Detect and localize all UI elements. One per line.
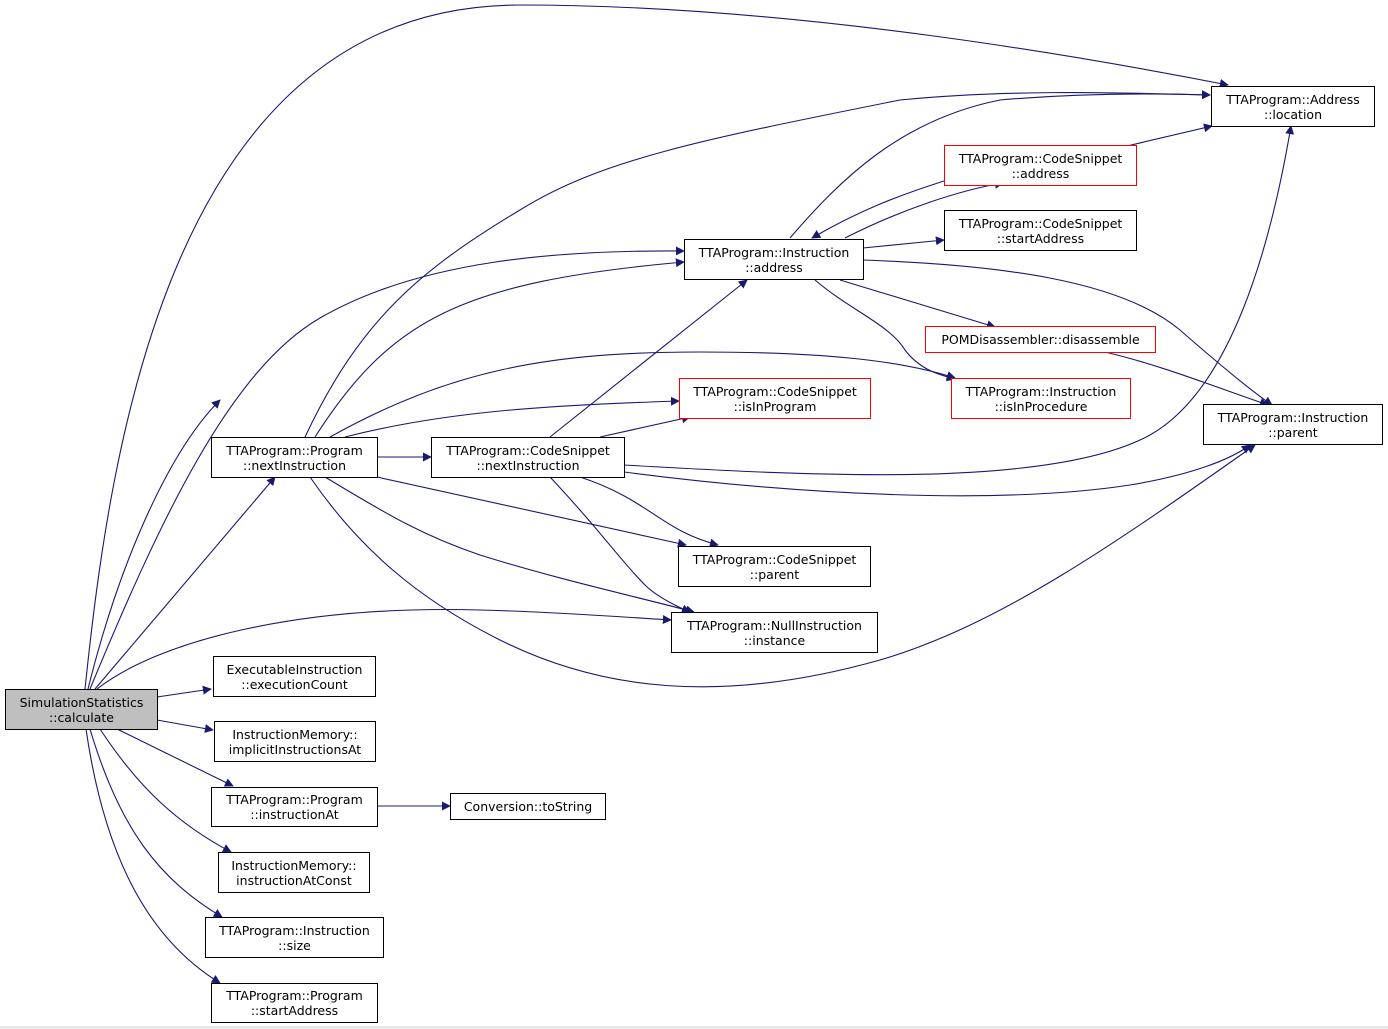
node-line2: ::address [1011, 165, 1070, 181]
node-simulation-statistics-calculate[interactable]: SimulationStatistics ::calculate [5, 689, 158, 730]
edge-prog-next-to-addr-location [304, 90, 1211, 438]
node-line1: TTAProgram::CodeSnippet [446, 442, 610, 458]
node-program-next-instruction[interactable]: TTAProgram::Program ::nextInstruction [211, 437, 378, 478]
node-instruction-memory-implicit-instructions-at[interactable]: InstructionMemory:: implicitInstructions… [214, 721, 376, 762]
node-line2: ::address [745, 259, 803, 275]
node-line1: TTAProgram::CodeSnippet [693, 383, 857, 399]
edge-instr-address-to-pom-disassemble [839, 279, 996, 329]
node-line2: ::nextInstruction [242, 457, 346, 473]
edge-calculate-to-instr-at-const [99, 728, 232, 853]
edge-calculate-to-prog-instr-at [116, 728, 234, 787]
node-line1: TTAProgram::NullInstruction [687, 617, 862, 633]
node-line2: ::size [278, 937, 311, 953]
node-line1: TTAProgram::Instruction [698, 244, 850, 260]
node-address-location[interactable]: TTAProgram::Address ::location [1211, 86, 1375, 127]
node-instruction-is-in-procedure[interactable]: TTAProgram::Instruction ::isInProcedure [951, 378, 1131, 419]
node-program-instruction-at[interactable]: TTAProgram::Program ::instructionAt [211, 787, 378, 827]
edge-prog-next-to-null-instance [324, 476, 695, 615]
edge-cs-next-to-null-instance [549, 476, 691, 614]
node-codesnippet-address[interactable]: TTAProgram::CodeSnippet ::address [944, 145, 1137, 186]
node-codesnippet-next-instruction[interactable]: TTAProgram::CodeSnippet ::nextInstructio… [431, 437, 625, 478]
node-line1: TTAProgram::Instruction [1217, 409, 1369, 425]
edge-pom-to-instr-parent [1104, 351, 1269, 407]
node-line2: ::startAddress [250, 1003, 339, 1018]
node-line1: TTAProgram::Program [226, 792, 363, 807]
node-null-instruction-instance[interactable]: TTAProgram::NullInstruction ::instance [671, 612, 878, 653]
node-instruction-size[interactable]: TTAProgram::Instruction ::size [205, 917, 384, 958]
node-line2: ::parent [749, 566, 800, 582]
node-instruction-parent[interactable]: TTAProgram::Instruction ::parent [1203, 404, 1383, 445]
node-line1: TTAProgram::Instruction [965, 383, 1117, 399]
edge-calculate-to-instr-size [89, 728, 223, 918]
node-conversion-to-string[interactable]: Conversion::toString [450, 793, 606, 820]
edge-cs-next-to-cs-parent [579, 476, 719, 548]
node-line2: ::location [1263, 106, 1323, 122]
edge-prog-next-to-instr-parent [309, 444, 1256, 688]
node-line1: TTAProgram::Address [1226, 91, 1360, 107]
edge-cs-address-to-addr-location [1126, 123, 1213, 147]
node-line2: ::nextInstruction [476, 457, 580, 473]
edge-calculate-to-instr-address [89, 246, 685, 690]
edge-calculate-to-instr-parent [87, 399, 221, 690]
node-codesnippet-is-in-program[interactable]: TTAProgram::CodeSnippet ::isInProgram [679, 378, 871, 419]
node-line1: POMDisassembler::disassemble [941, 332, 1140, 347]
node-codesnippet-parent[interactable]: TTAProgram::CodeSnippet ::parent [678, 546, 871, 587]
edge-prog-next-to-instr-address [314, 258, 685, 438]
edge-cs-next-to-cs-is-in-program [599, 414, 691, 438]
node-line2: ::isInProcedure [994, 398, 1088, 414]
node-line1: TTAProgram::CodeSnippet [692, 551, 857, 567]
node-line1: TTAProgram::Program [226, 442, 363, 458]
node-codesnippet-start-address[interactable]: TTAProgram::CodeSnippet ::startAddress [944, 210, 1137, 251]
node-instruction-address[interactable]: TTAProgram::Instruction ::address [684, 239, 864, 280]
node-line1: SimulationStatistics [19, 694, 144, 710]
node-line1: InstructionMemory:: [232, 726, 358, 742]
node-line1: TTAProgram::Program [226, 988, 363, 1003]
edge-instr-address-to-addr-location [789, 90, 1211, 239]
node-line1: Conversion::toString [463, 799, 593, 814]
node-executable-instruction-execution-count[interactable]: ExecutableInstruction ::executionCount [213, 656, 376, 697]
bottom-divider [0, 1026, 1388, 1029]
node-line2: ::parent [1268, 424, 1318, 440]
edge-calculate-to-prog-start-address [85, 728, 221, 984]
node-line2: ::startAddress [996, 230, 1085, 246]
node-line2: ::executionCount [241, 676, 348, 692]
edge-calculate-to-implicit-instr [156, 719, 214, 734]
node-line1: TTAProgram::CodeSnippet [958, 215, 1123, 231]
edge-instr-address-to-instr-parent [862, 259, 1273, 406]
edge-prog-next-to-instr-is-in-procedure [329, 351, 956, 438]
edge-calculate-to-prog-next-instruction [94, 476, 276, 690]
edge-cs-next-to-instr-address [549, 279, 748, 438]
node-line2: ::isInProgram [733, 398, 817, 414]
edge-prog-next-to-cs-parent [376, 476, 687, 548]
edge-calculate-to-null-instance [96, 609, 672, 690]
node-pom-disassembler-disassemble[interactable]: POMDisassembler::disassemble [925, 326, 1156, 353]
node-instruction-memory-instruction-at-const[interactable]: InstructionMemory:: instructionAtConst [218, 852, 370, 893]
edge-prog-next-to-cs-is-in-program [344, 396, 680, 438]
edge-calculate-to-exec-count [156, 685, 212, 698]
node-line1: TTAProgram::CodeSnippet [958, 150, 1123, 166]
node-line2: ::calculate [49, 709, 114, 725]
node-line1: ExecutableInstruction [226, 661, 363, 677]
node-line1: InstructionMemory:: [231, 857, 357, 873]
edge-cs-address-to-instr-address [811, 180, 945, 239]
node-line2: ::instance [743, 632, 806, 648]
edge-instr-address-to-cs-start-address [862, 236, 945, 249]
node-line2: instructionAtConst [236, 872, 352, 888]
edge-instr-address-to-instr-is-in-procedure [814, 279, 956, 382]
edge-calculate-to-addr-location [84, 4, 1229, 690]
node-program-start-address[interactable]: TTAProgram::Program ::startAddress [211, 983, 378, 1023]
node-line2: ::instructionAt [250, 807, 339, 822]
edge-cs-next-to-instr-parent [623, 444, 1251, 497]
node-line1: TTAProgram::Instruction [219, 922, 370, 938]
node-line2: implicitInstructionsAt [228, 741, 362, 757]
edge-cs-next-to-addr-location [623, 125, 1295, 476]
